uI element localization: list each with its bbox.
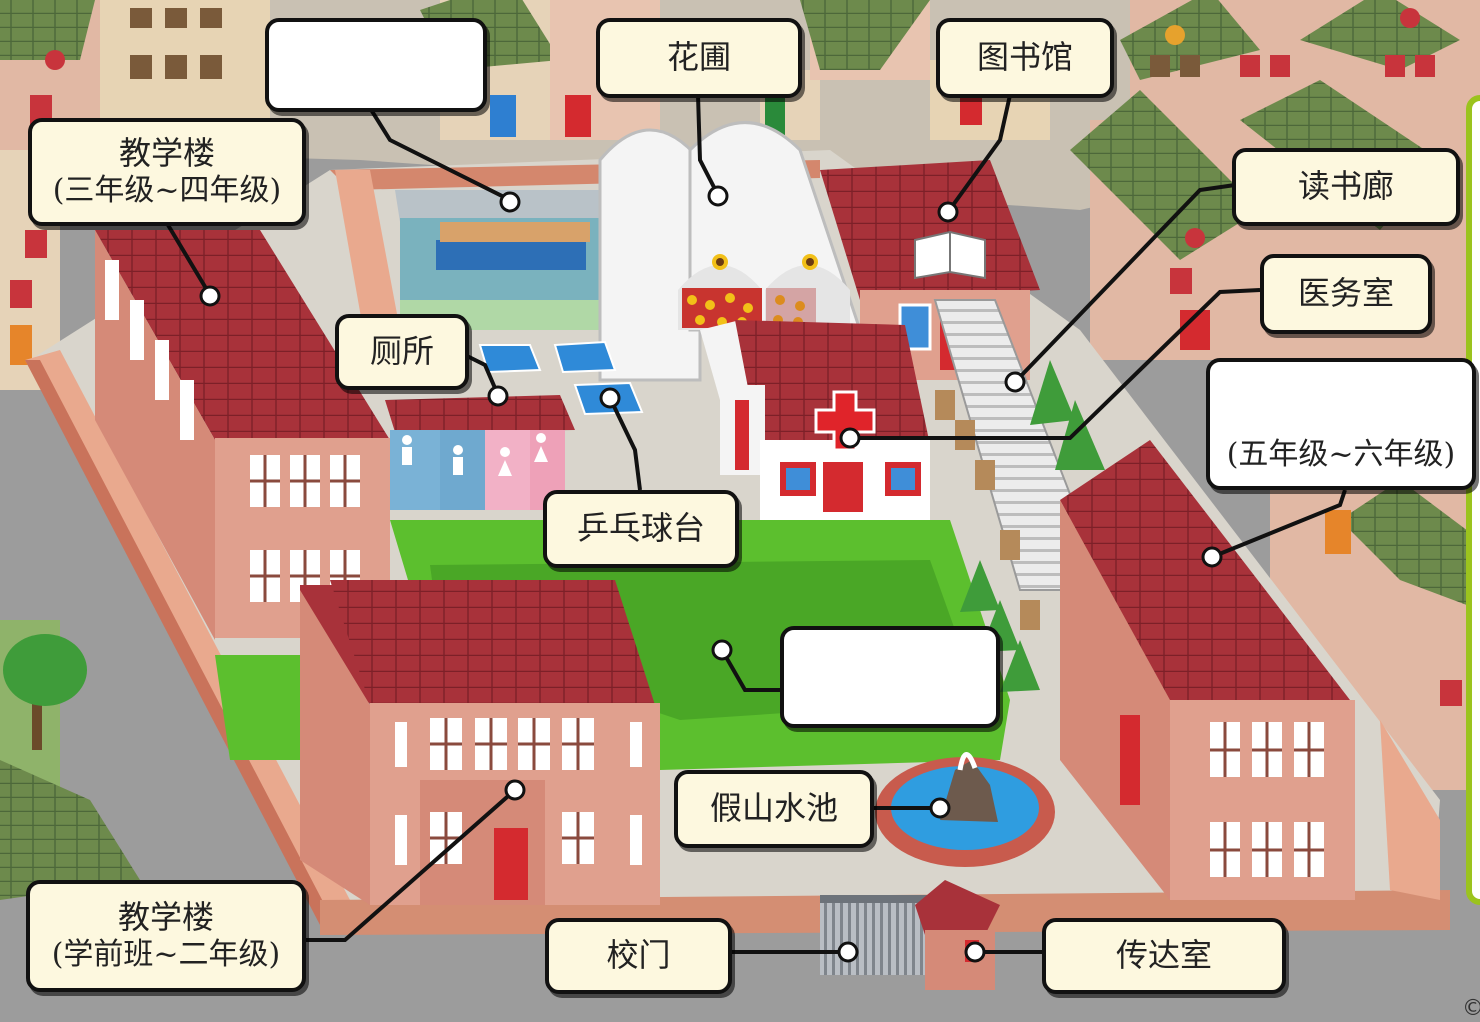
teaching-building-k-2 bbox=[300, 580, 660, 905]
anchor-dots bbox=[199, 185, 1223, 963]
clinic-building bbox=[700, 320, 930, 520]
label-blank-lawn bbox=[780, 626, 1000, 728]
label-teaching-building-3-4-title: 教学楼 bbox=[118, 134, 215, 173]
label-library: 图书馆 bbox=[936, 18, 1114, 98]
teaching-building-3-4 bbox=[95, 230, 390, 640]
side-panel bbox=[1466, 95, 1480, 905]
reading-corridor bbox=[933, 299, 1105, 692]
label-teaching-building-5-6: (五年级~六年级) bbox=[1206, 358, 1476, 490]
label-toilet: 厕所 bbox=[335, 314, 469, 390]
campus-walls bbox=[25, 160, 1450, 935]
label-blank-pavilion bbox=[265, 18, 487, 112]
rockery-pond bbox=[875, 752, 1055, 867]
label-garden: 花圃 bbox=[596, 18, 802, 98]
label-teaching-building-k-2-title: 教学楼 bbox=[117, 898, 214, 937]
toilet-building bbox=[385, 395, 575, 510]
label-teaching-building-k-2-grades: (学前班~二年级) bbox=[51, 937, 281, 973]
pavilion bbox=[395, 190, 620, 330]
label-school-gate: 校门 bbox=[545, 918, 732, 994]
label-rockery-pond: 假山水池 bbox=[674, 770, 874, 848]
school-gate bbox=[820, 895, 930, 975]
label-teaching-building-3-4-grades: (三年级~四年级) bbox=[52, 173, 282, 209]
label-guard-room: 传达室 bbox=[1042, 918, 1286, 994]
label-ping-pong-table: 乒乓球台 bbox=[543, 490, 739, 568]
label-teaching-building-3-4: 教学楼 (三年级~四年级) bbox=[28, 118, 306, 226]
label-teaching-building-k-2: 教学楼 (学前班~二年级) bbox=[26, 880, 306, 992]
copyright-mark: © bbox=[1462, 996, 1480, 1021]
label-reading-corridor: 读书廊 bbox=[1232, 148, 1460, 226]
tree bbox=[3, 634, 87, 750]
leader-lines bbox=[166, 94, 1347, 954]
label-teaching-building-5-6-grades: (五年级~六年级) bbox=[1226, 437, 1456, 473]
teaching-building-5-6 bbox=[1060, 440, 1355, 900]
greenhouse bbox=[598, 121, 863, 382]
label-clinic: 医务室 bbox=[1260, 254, 1432, 334]
